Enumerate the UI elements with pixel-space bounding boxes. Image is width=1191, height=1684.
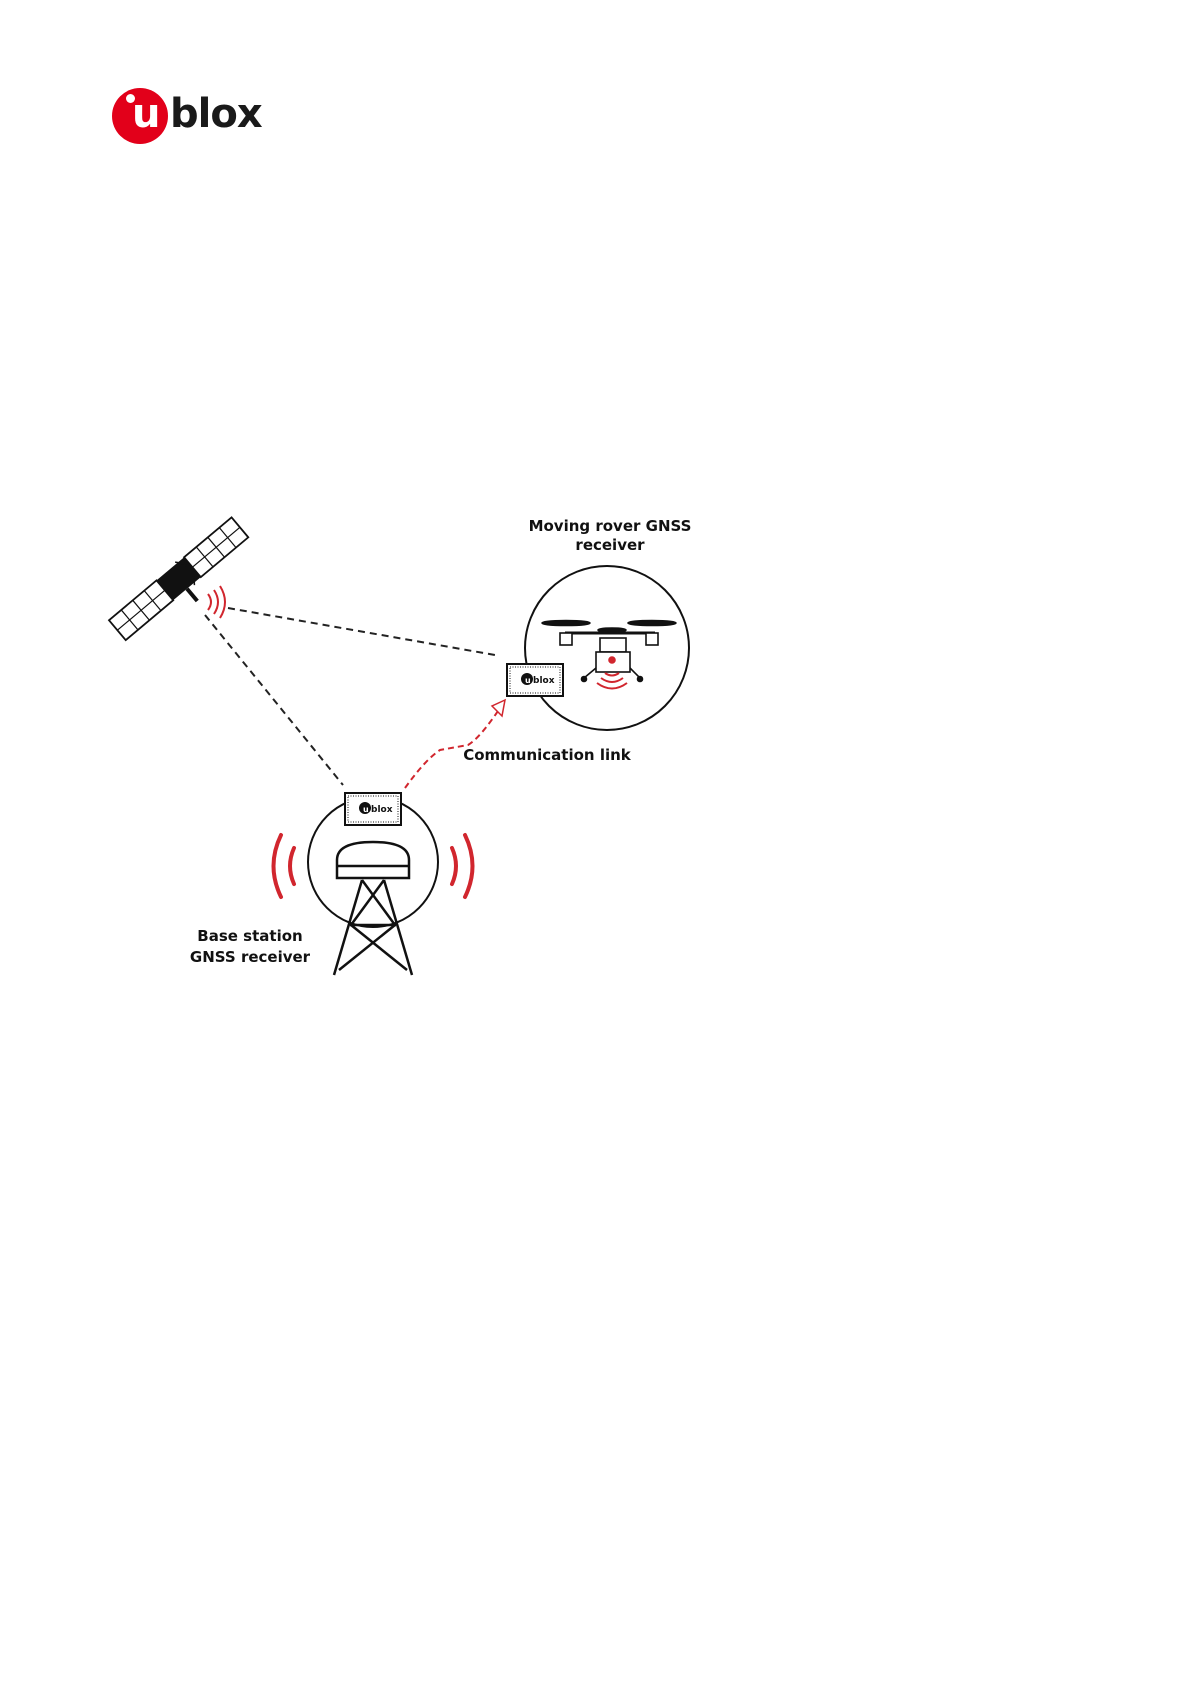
communication-link-arrowhead — [492, 700, 505, 716]
base-chip-label: blox — [371, 805, 393, 815]
svg-text:u: u — [525, 676, 531, 685]
rover-label-line1: Moving rover GNSS — [529, 517, 692, 535]
satellite-to-rover-line — [228, 608, 495, 655]
satellite-icon — [108, 516, 259, 653]
base-station-label-line1: Base station — [197, 927, 302, 945]
communication-link-label: Communication link — [463, 746, 632, 764]
rover-ublox-module-icon: u blox — [507, 664, 563, 696]
gnss-antenna-icon — [337, 842, 409, 878]
satellite-radio-wave-icon — [208, 586, 225, 618]
rover-chip-label: blox — [533, 676, 555, 686]
base-station-label-line2: GNSS receiver — [190, 948, 311, 966]
base-ublox-module-icon: u blox — [345, 793, 401, 825]
rover-label-line2: receiver — [575, 536, 645, 554]
satellite-to-base-line — [205, 615, 343, 785]
svg-text:u: u — [363, 805, 369, 814]
